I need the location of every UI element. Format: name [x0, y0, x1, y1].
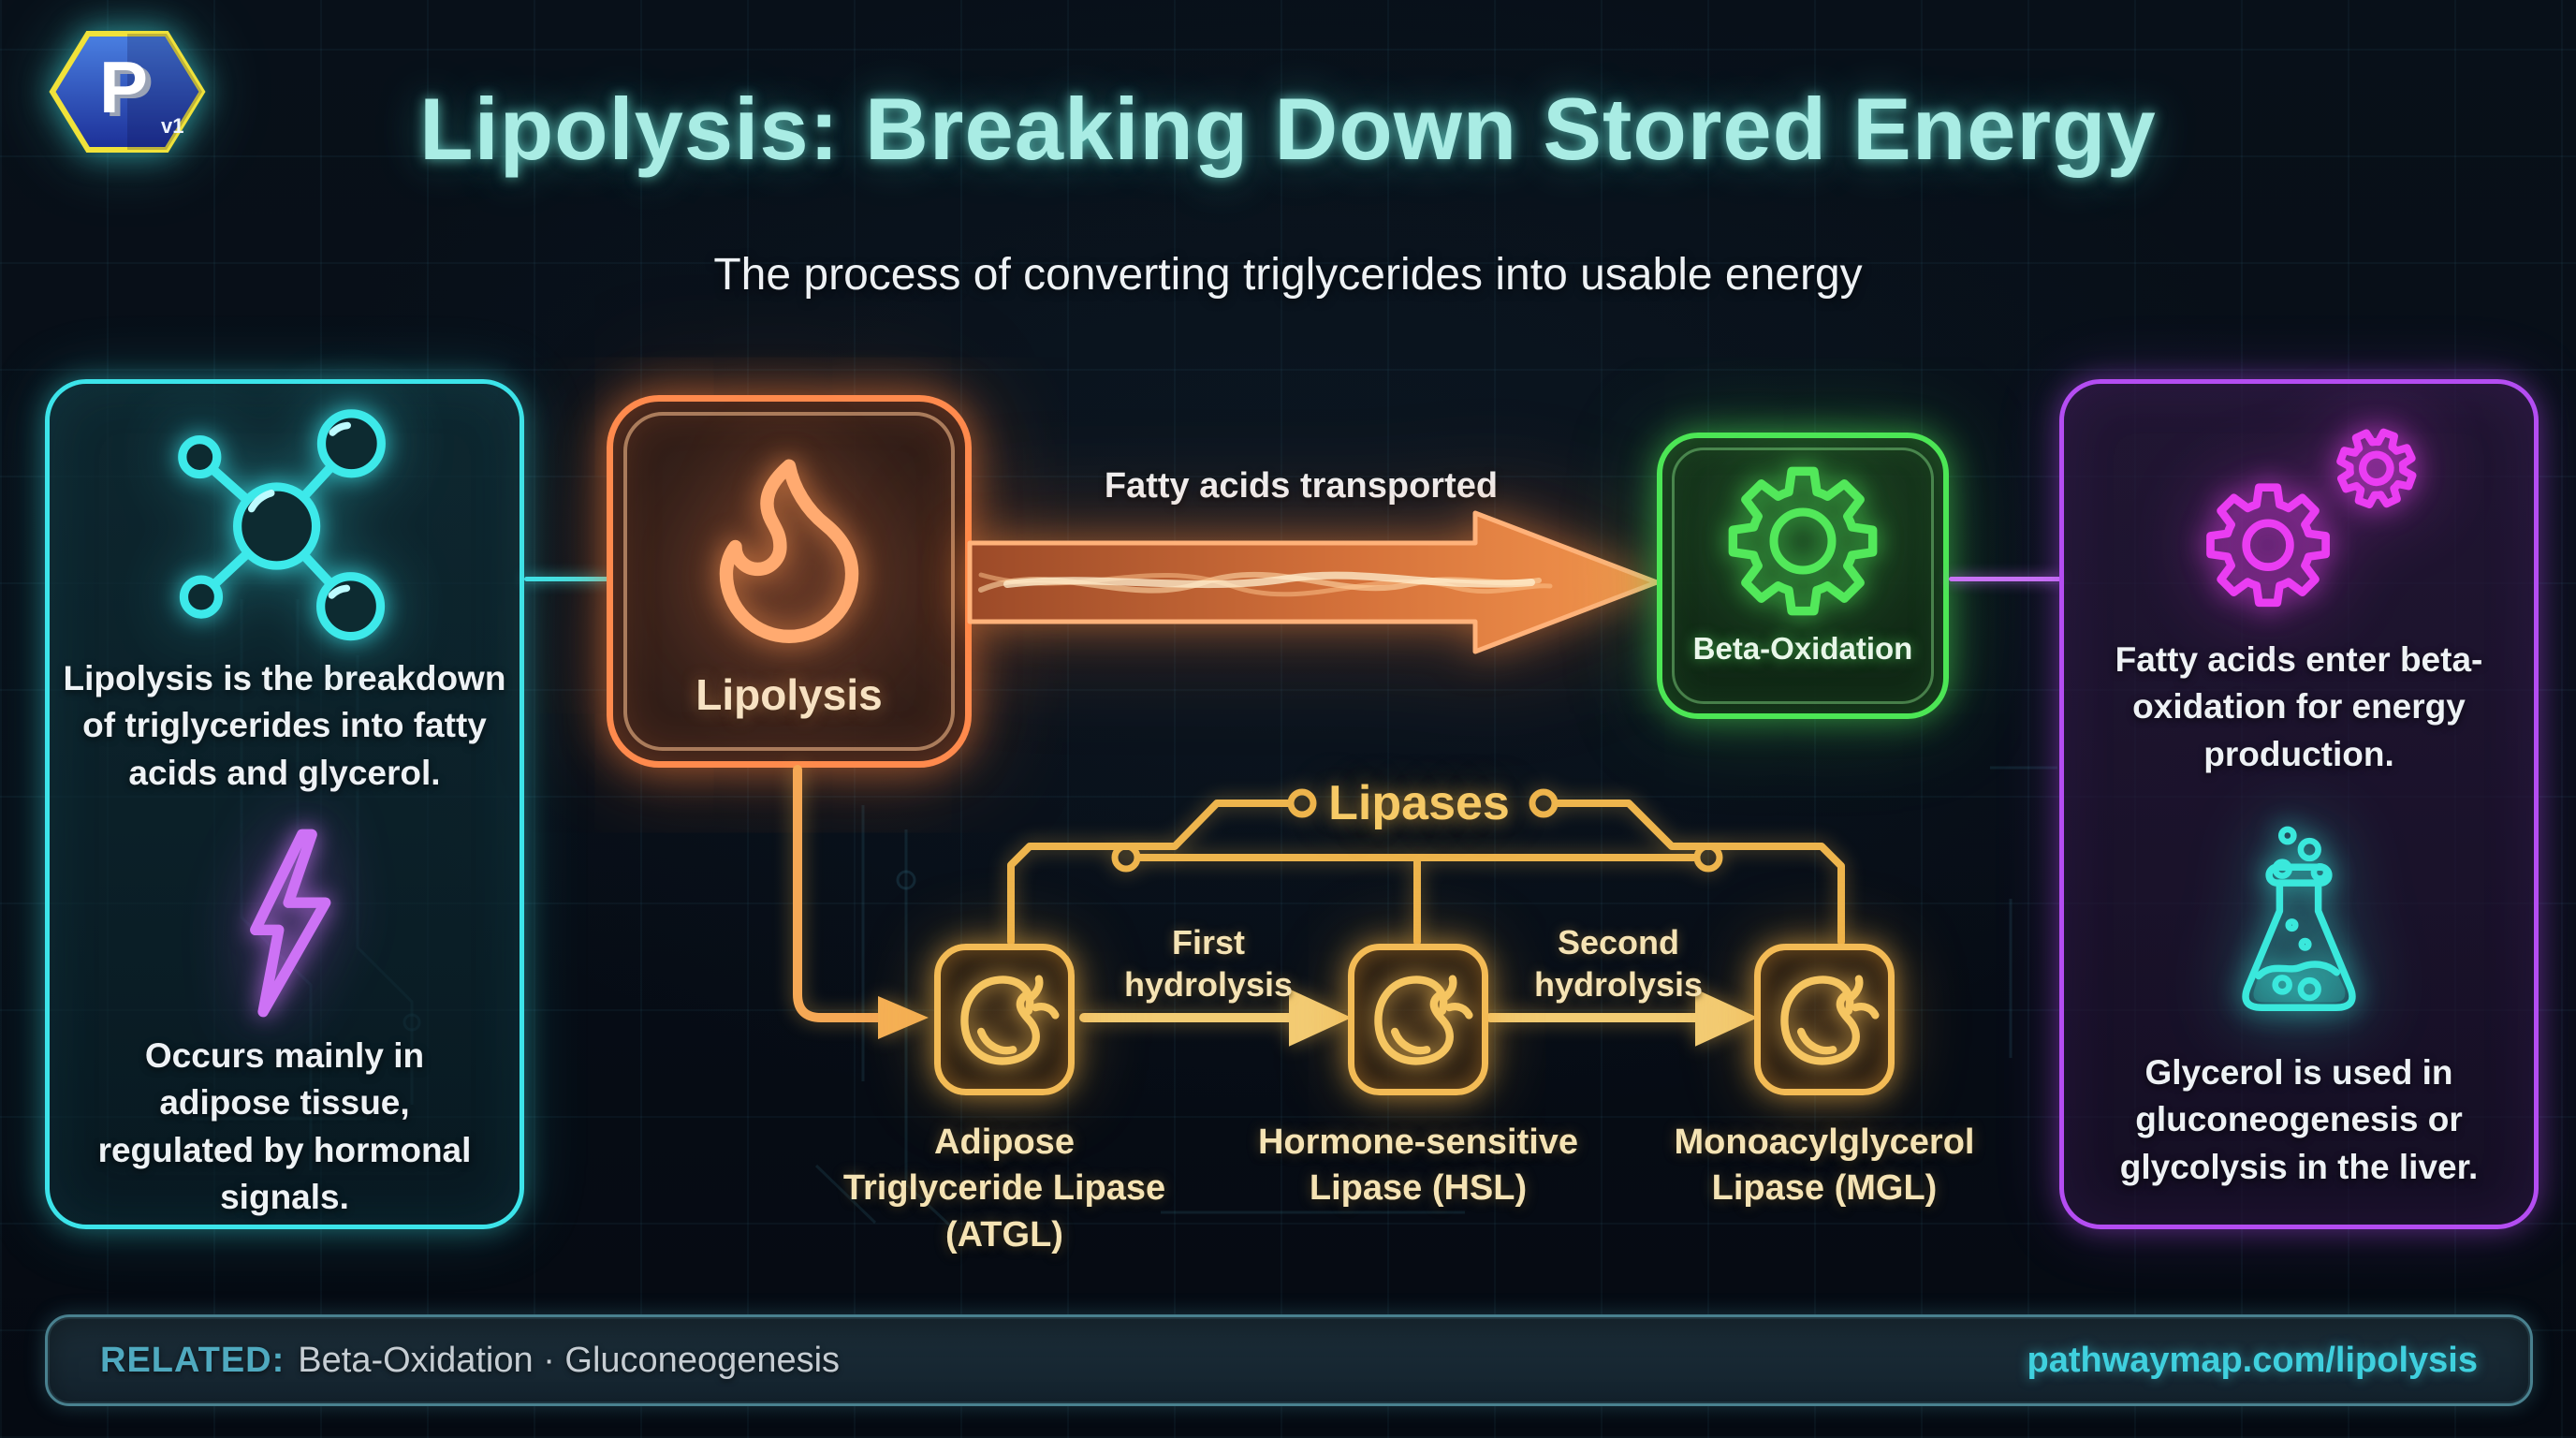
gears-icon [2149, 408, 2449, 629]
footer-url[interactable]: pathwaymap.com/lipolysis [2027, 1340, 2478, 1380]
logo-letter-shadow: P [105, 50, 154, 132]
second-hydrolysis-label: Second hydrolysis [1533, 923, 1704, 1004]
organ-icon [949, 964, 1060, 1075]
enzyme-name-mgl: Monoacylglycerol Lipase (MGL) [1674, 1123, 1975, 1209]
lipolysis-label: Lipolysis [695, 670, 883, 719]
glycerol-text: Glycerol is used in gluconeogenesis or g… [2119, 1052, 2479, 1186]
related-links: RELATED: Beta-Oxidation · Gluconeogenesis [100, 1341, 840, 1381]
beta-oxidation-node: Beta-Oxidation [1657, 433, 1949, 719]
definition-panel: Lipolysis is the breakdown of triglyceri… [45, 379, 524, 1229]
first-hydrolysis-label: First hydrolysis [1123, 923, 1294, 1004]
enzyme-node-mgl [1754, 944, 1895, 1095]
transport-arrow-label: Fatty acids transported [1104, 466, 1499, 506]
enzyme-name-atgl: Adipose Triglyceride Lipase (ATGL) [842, 1123, 1166, 1255]
page-subtitle: The process of converting triglycerides … [713, 250, 1863, 300]
enzyme-node-atgl [934, 944, 1075, 1095]
molecule-icon [178, 409, 386, 641]
transport-arrow [967, 510, 1660, 654]
enzyme-name-hsl: Hormone-sensitive Lipase (HSL) [1257, 1123, 1579, 1209]
location-text: Occurs mainly in adipose tissue, regulat… [97, 1035, 472, 1216]
lipolysis-node: Lipolysis [607, 395, 972, 768]
organ-icon [1363, 964, 1473, 1075]
logo-version: v1 [161, 114, 183, 138]
page-title: Lipolysis: Breaking Down Stored Energy [419, 80, 2157, 178]
related-items: Beta-Oxidation · Gluconeogenesis [298, 1340, 841, 1380]
flask-icon [2242, 826, 2356, 1011]
lipases-group-label: Lipases [1328, 776, 1510, 830]
outcomes-panel: Fatty acids enter beta-oxidation for ene… [2059, 379, 2539, 1229]
related-label: RELATED: [100, 1340, 285, 1380]
beta-oxidation-label: Beta-Oxidation [1692, 631, 1913, 666]
logo-letter: P [99, 46, 148, 128]
gear-icon [1722, 461, 1883, 622]
definition-text: Lipolysis is the breakdown of triglyceri… [63, 659, 506, 792]
pathwaymap-logo: P P v1 [49, 31, 206, 153]
connector-left [524, 577, 608, 581]
flame-icon [719, 459, 859, 643]
footer-bar: RELATED: Beta-Oxidation · Gluconeogenesis… [45, 1314, 2533, 1406]
organ-icon [1769, 964, 1880, 1075]
lightning-bolt-icon [250, 829, 331, 1018]
enzyme-node-hsl [1348, 944, 1488, 1095]
fatty-acids-text: Fatty acids enter beta-oxidation for ene… [2115, 640, 2483, 773]
connector-right [1949, 577, 2061, 581]
